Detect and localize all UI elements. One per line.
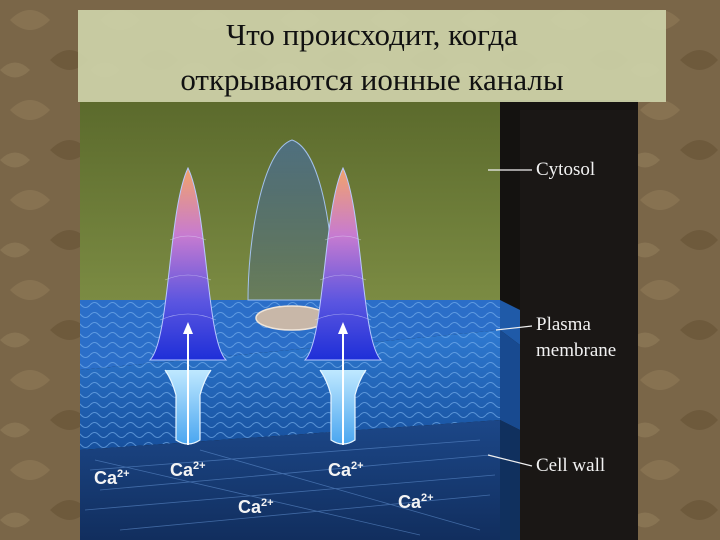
calcium-ion-label: Ca2+: [170, 460, 206, 481]
calcium-ion-label: Ca2+: [328, 460, 364, 481]
slide-title-line-2: открываются ионные каналы: [78, 62, 666, 98]
slide-title-line-1: Что происходит, когда: [78, 17, 666, 53]
label-membrane: membrane: [536, 340, 616, 362]
calcium-ion-label: Ca2+: [238, 497, 274, 518]
calcium-ion-label: Ca2+: [94, 468, 130, 489]
label-plasma: Plasma: [536, 314, 591, 336]
label-cytosol: Cytosol: [536, 159, 595, 181]
label-cell-wall: Cell wall: [536, 455, 605, 477]
calcium-ion-label: Ca2+: [398, 492, 434, 513]
